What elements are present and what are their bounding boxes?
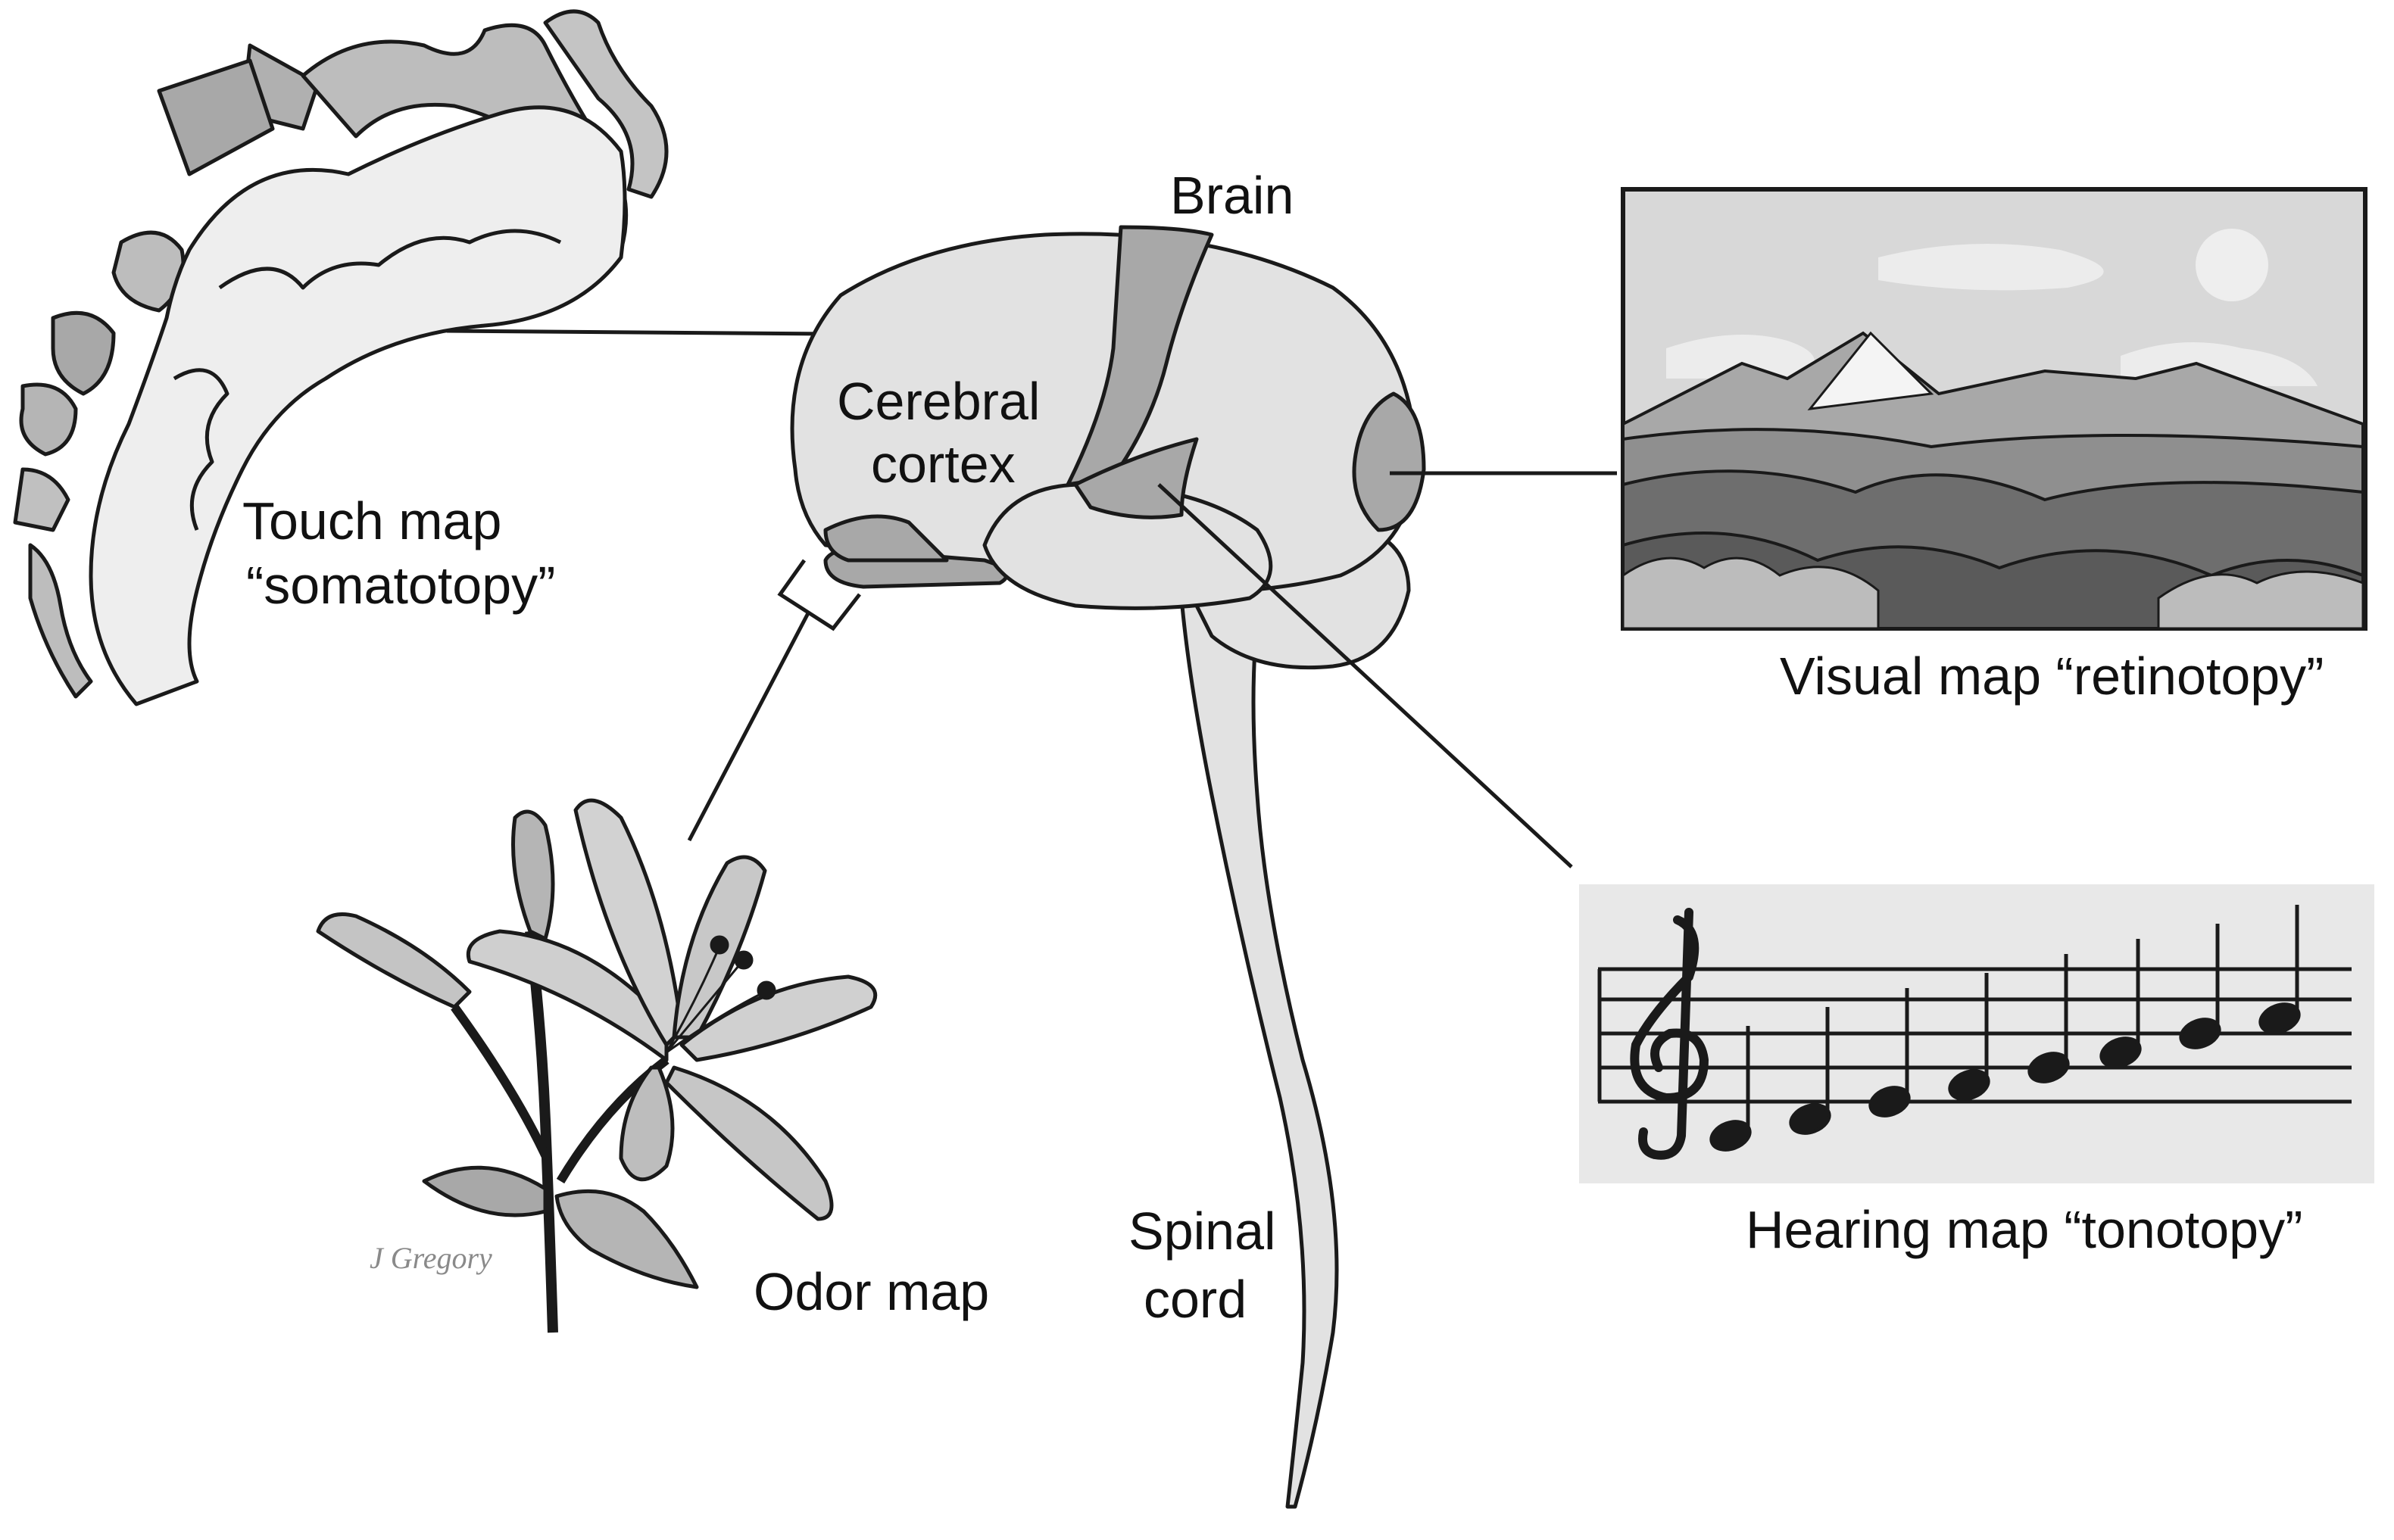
artist-signature: J Gregory <box>370 1241 492 1275</box>
touch-map-label: Touch map <box>242 491 501 550</box>
touch-map-sublabel: “somatotopy” <box>246 556 555 615</box>
mountain-landscape-icon <box>1621 187 2367 631</box>
cerebral-cortex-label: Cerebral <box>837 372 1040 431</box>
music-staff-icon <box>1579 884 2374 1183</box>
odor-connector <box>687 559 861 842</box>
auditory-cortex <box>1073 437 1199 519</box>
homunculus-cortex-icon <box>13 9 669 706</box>
hearing-connector-line <box>1157 483 1573 868</box>
visual-cortex <box>1352 391 1426 532</box>
hearing-map-label: Hearing map “tonotopy” <box>1746 1200 2302 1259</box>
spinal-cord-label: Spinal <box>1128 1202 1276 1261</box>
visual-map-label: Visual map “retinotopy” <box>1780 647 2324 706</box>
cerebral-cortex-sublabel: cortex <box>871 435 1016 494</box>
lily-flower-icon <box>316 798 878 1333</box>
spinal-cord <box>1179 596 1339 1509</box>
brain-icon <box>790 225 1426 1509</box>
brain-label: Brain <box>1170 166 1294 225</box>
treble-clef <box>1630 908 1709 1160</box>
odor-map-label: Odor map <box>754 1262 989 1321</box>
somatosensory-strip <box>1066 225 1214 487</box>
spinal-cord-sublabel: cord <box>1144 1270 1247 1329</box>
